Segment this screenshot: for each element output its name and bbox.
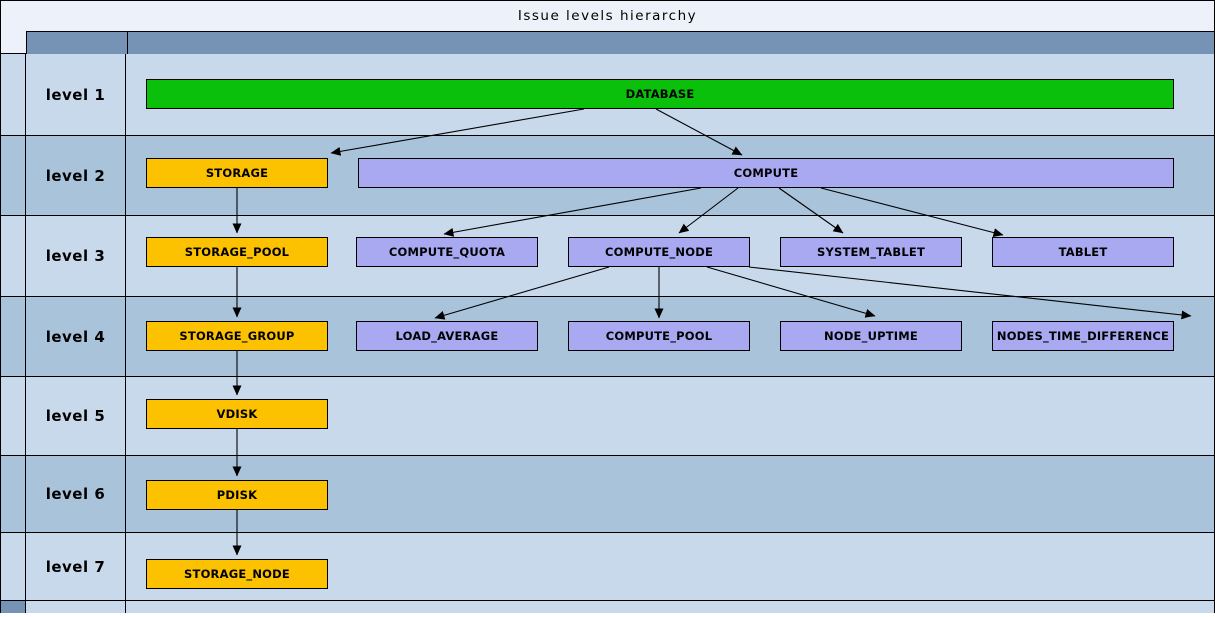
bottom-strip-content-cell — [126, 601, 1214, 613]
node-system-tablet: SYSTEM_TABLET — [780, 237, 962, 267]
node-compute-node: COMPUTE_NODE — [568, 237, 750, 267]
node-label: STORAGE_NODE — [184, 567, 290, 581]
node-label: PDISK — [216, 488, 258, 502]
node-label: COMPUTE — [733, 166, 799, 180]
node-label: STORAGE_GROUP — [179, 329, 295, 343]
node-nodes-time-difference: NODES_TIME_DIFFERENCE — [992, 321, 1174, 351]
level-label: level 5 — [45, 407, 106, 425]
node-label: COMPUTE_NODE — [604, 245, 714, 259]
node-tablet: TABLET — [992, 237, 1174, 267]
header-strip-divider — [127, 32, 128, 54]
node-pdisk: PDISK — [146, 480, 328, 510]
level-label: level 1 — [45, 85, 106, 104]
node-storage-node: STORAGE_NODE — [146, 559, 328, 589]
node-vdisk: VDISK — [146, 399, 328, 429]
node-label: NODE_UPTIME — [824, 329, 918, 343]
node-label: DATABASE — [625, 87, 695, 101]
node-node-uptime: NODE_UPTIME — [780, 321, 962, 351]
node-compute-pool: COMPUTE_POOL — [568, 321, 750, 351]
level-label: level 7 — [45, 557, 106, 576]
bottom-strip-label-cell — [26, 601, 126, 613]
level-label: level 3 — [45, 247, 106, 265]
row-spacer-cell — [1, 136, 26, 215]
row-spacer-cell — [1, 54, 26, 135]
level-label-cell: level 3 — [26, 216, 126, 296]
bottom-strip-corner-cell — [1, 601, 26, 613]
node-label: VDISK — [216, 407, 258, 421]
node-compute: COMPUTE — [358, 158, 1174, 188]
node-storage-group: STORAGE_GROUP — [146, 321, 328, 351]
level-label-cell: level 4 — [26, 297, 126, 376]
level-label-cell: level 1 — [26, 54, 126, 135]
node-compute-quota: COMPUTE_QUOTA — [356, 237, 538, 267]
diagram-title: Issue levels hierarchy — [517, 8, 698, 24]
level-label: level 4 — [45, 327, 106, 346]
level-label-cell: level 2 — [26, 136, 126, 215]
node-label: SYSTEM_TABLET — [816, 245, 926, 259]
node-label: NODES_TIME_DIFFERENCE — [996, 329, 1170, 343]
node-storage: STORAGE — [146, 158, 328, 188]
node-database: DATABASE — [146, 79, 1174, 109]
level-label: level 6 — [45, 485, 106, 503]
row-spacer-cell — [1, 216, 26, 296]
node-label: TABLET — [1058, 245, 1108, 259]
bottom-strip — [1, 601, 1214, 613]
row-spacer-cell — [1, 297, 26, 376]
row-spacer-cell — [1, 456, 26, 532]
node-label: STORAGE — [205, 166, 269, 180]
node-load-average: LOAD_AVERAGE — [356, 321, 538, 351]
row-spacer-cell — [1, 377, 26, 455]
node-label: COMPUTE_POOL — [605, 329, 713, 343]
node-label: COMPUTE_QUOTA — [388, 245, 506, 259]
level-label-cell: level 7 — [26, 533, 126, 600]
node-label: LOAD_AVERAGE — [395, 329, 499, 343]
node-storage-pool: STORAGE_POOL — [146, 237, 328, 267]
level-label-cell: level 5 — [26, 377, 126, 455]
level-label-cell: level 6 — [26, 456, 126, 532]
node-label: STORAGE_POOL — [184, 245, 290, 259]
row-spacer-cell — [1, 533, 26, 600]
level-label: level 2 — [45, 166, 106, 185]
column-header-strip — [26, 31, 1214, 54]
